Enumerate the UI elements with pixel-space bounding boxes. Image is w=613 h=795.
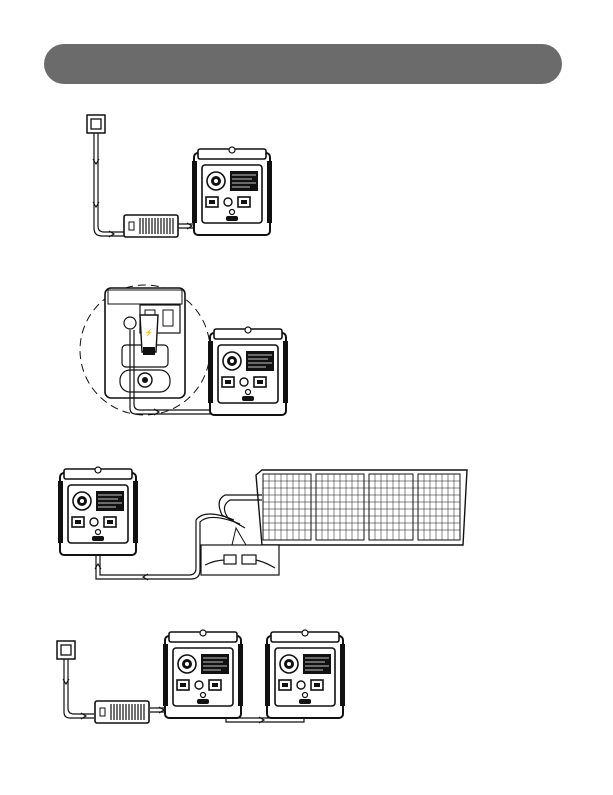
diagram-solar-charging — [0, 460, 613, 590]
diagram-dual-station — [0, 620, 613, 740]
power-station-icon — [192, 147, 272, 235]
power-station-icon — [265, 630, 345, 718]
diagram-ac-charging — [0, 110, 613, 260]
power-station-icon — [208, 327, 288, 415]
section-header — [44, 44, 562, 84]
ac-adapter-icon — [95, 701, 149, 723]
wall-outlet-icon — [57, 641, 75, 659]
power-station-icon — [58, 467, 138, 555]
wall-outlet-icon — [87, 115, 105, 133]
diagram-car-charging: ⚡ — [0, 280, 613, 430]
ac-adapter-icon — [124, 215, 178, 237]
car-plug-icon: ⚡ — [140, 315, 158, 355]
solar-panel-icon — [256, 470, 467, 545]
power-station-icon — [163, 630, 243, 718]
svg-text:⚡: ⚡ — [145, 328, 154, 337]
